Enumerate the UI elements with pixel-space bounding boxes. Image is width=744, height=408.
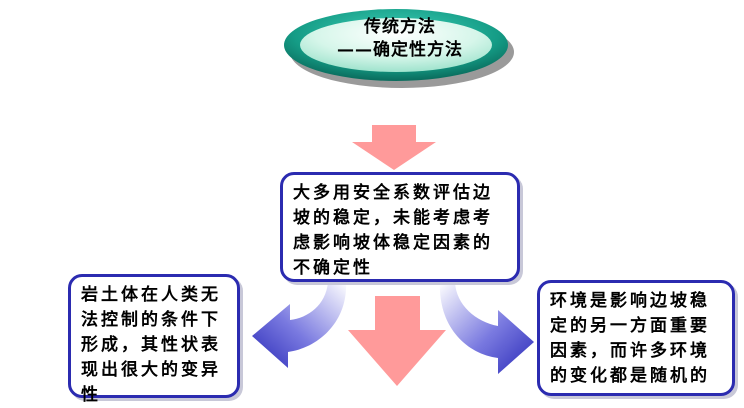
right-box-text: 环境是影响边坡稳 定的另一方面重要 因素，而许多环境 的变化都是随机的 xyxy=(537,280,735,396)
blue-arrow-left xyxy=(252,282,347,368)
oval-label: 传统方法 ——确定性方法 xyxy=(300,16,500,62)
pink-arrow-bottom xyxy=(348,296,446,386)
oval-node xyxy=(284,9,514,88)
oval-inner xyxy=(300,18,492,72)
center-box-text: 大多用安全系数评估边 坡的稳定，未能考虑考 虑影响坡体稳定因素的 不确定性 xyxy=(280,172,520,282)
oval-label-line1: 传统方法 xyxy=(364,17,436,37)
pink-arrow-top xyxy=(352,125,436,170)
oval-label-line2: ——确定性方法 xyxy=(337,40,463,60)
blue-arrow-right xyxy=(439,282,534,374)
left-box-text: 岩土体在人类无 法控制的条件下 形成，其性状表 现出很大的变异 性 xyxy=(68,274,240,405)
